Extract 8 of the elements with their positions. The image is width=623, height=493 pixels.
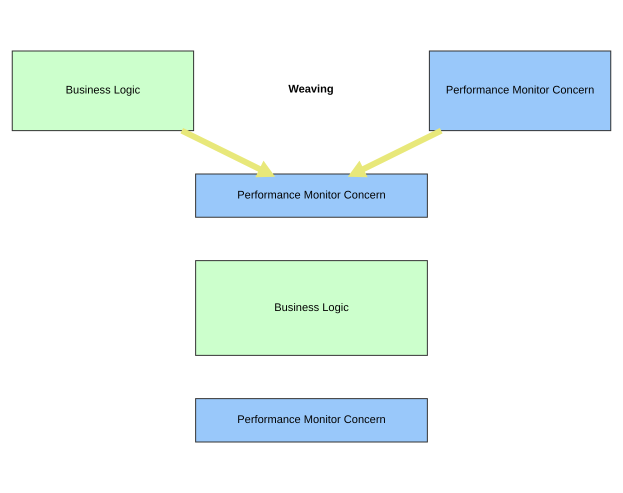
node-box: Business Logic (195, 260, 428, 356)
node-box: Business Logic (12, 50, 194, 132)
arrow (180, 128, 276, 178)
node-box: Performance Monitor Concern (195, 173, 428, 218)
label: Weaving (288, 84, 334, 96)
node-box: Performance Monitor Concern (428, 50, 612, 132)
node-box: Performance Monitor Concern (195, 398, 428, 442)
arrow (348, 128, 443, 178)
